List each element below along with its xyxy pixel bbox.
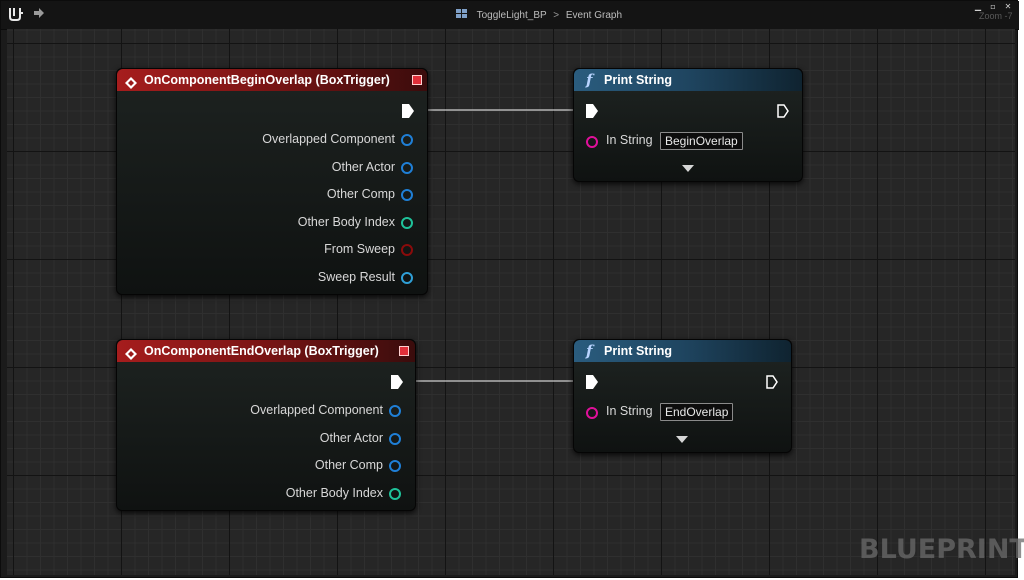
output-pin-label: Overlapped Component <box>250 403 383 417</box>
node-title: Print String <box>604 73 673 87</box>
output-pin-object[interactable] <box>389 460 401 472</box>
delegate-pin[interactable] <box>412 75 422 85</box>
function-f-icon: f <box>586 342 593 360</box>
output-pin-int[interactable] <box>401 216 413 229</box>
graph-toolbar: ToggleLight_BP > Event Graph Zoom -7 ▁ ▫… <box>1 1 1019 30</box>
zoom-label: Zoom -7 <box>979 11 1013 21</box>
output-pin-int[interactable] <box>389 487 401 500</box>
in-string-label: In String <box>606 133 653 147</box>
delegate-pin[interactable] <box>399 346 409 356</box>
node-title: OnComponentBeginOverlap (BoxTrigger) <box>144 73 390 87</box>
exec-out-pin[interactable] <box>402 104 414 118</box>
output-pin-bool[interactable] <box>401 244 413 256</box>
output-pin-label: Other Actor <box>319 430 383 445</box>
event-node-end-overlap[interactable]: OnComponentEndOverlap (BoxTrigger) Overl… <box>116 339 416 511</box>
output-pin-label: Other Body Index <box>297 214 395 229</box>
in-string-pin[interactable] <box>586 407 598 419</box>
in-string-pin[interactable] <box>586 136 598 148</box>
output-pin-label: Other Body Index <box>285 485 383 500</box>
output-pin-object[interactable] <box>401 161 413 174</box>
output-pin-label: From Sweep <box>324 242 395 256</box>
event-diamond-icon <box>125 345 137 360</box>
output-pin-label: Other Comp <box>314 458 383 472</box>
node-header[interactable]: f Print String <box>574 340 791 362</box>
print-string-node-begin[interactable]: f Print String In String BeginOverlap <box>573 68 803 182</box>
node-header[interactable]: OnComponentBeginOverlap (BoxTrigger) <box>117 69 427 91</box>
output-pin-label: Sweep Result <box>317 269 395 284</box>
output-pin-label: Other Comp <box>326 187 395 201</box>
exec-in-pin[interactable] <box>586 375 598 389</box>
node-title: Print String <box>604 344 673 358</box>
breadcrumb-separator: > <box>553 10 560 21</box>
expand-advanced-arrow[interactable] <box>676 436 688 443</box>
output-pin-object[interactable] <box>389 405 401 417</box>
output-pin-label: Other Actor <box>331 159 395 174</box>
print-string-node-end[interactable]: f Print String In String EndOverlap <box>573 339 792 453</box>
node-header[interactable]: OnComponentEndOverlap (BoxTrigger) <box>117 340 415 362</box>
exec-out-pin[interactable] <box>766 375 778 389</box>
exec-in-pin[interactable] <box>586 104 598 118</box>
close-icon[interactable]: ✕ <box>1004 2 1012 11</box>
node-body <box>117 362 415 510</box>
output-pin-object[interactable] <box>389 432 401 445</box>
forward-arrow-icon[interactable] <box>33 7 47 21</box>
node-header[interactable]: f Print String <box>574 69 802 91</box>
output-pin-object[interactable] <box>401 189 413 201</box>
event-node-begin-overlap[interactable]: OnComponentBeginOverlap (BoxTrigger) Ove… <box>116 68 428 295</box>
event-diamond-icon <box>125 74 137 89</box>
blueprint-grid-icon <box>456 9 468 19</box>
breadcrumb: ToggleLight_BP > Event Graph <box>456 9 622 25</box>
in-string-label: In String <box>606 404 653 418</box>
breadcrumb-graph[interactable]: Event Graph <box>565 10 623 21</box>
node-body <box>117 91 427 294</box>
output-pin-object[interactable] <box>401 134 413 146</box>
function-f-icon: f <box>586 71 593 89</box>
exec-out-pin[interactable] <box>391 375 403 389</box>
output-pin-struct[interactable] <box>401 271 413 284</box>
in-string-input[interactable]: BeginOverlap <box>660 132 743 150</box>
node-title: OnComponentEndOverlap (BoxTrigger) <box>144 344 379 358</box>
blueprint-watermark: BLUEPRINT <box>859 534 1024 565</box>
maximize-icon[interactable]: ▫ <box>990 2 996 11</box>
expand-advanced-arrow[interactable] <box>682 165 694 172</box>
exec-out-pin[interactable] <box>777 104 789 118</box>
unreal-logo-icon[interactable] <box>8 5 24 23</box>
breadcrumb-blueprint[interactable]: ToggleLight_BP <box>476 10 547 21</box>
in-string-input[interactable]: EndOverlap <box>660 403 734 421</box>
minimize-icon[interactable]: ▁ <box>974 2 982 11</box>
output-pin-label: Overlapped Component <box>262 132 395 146</box>
